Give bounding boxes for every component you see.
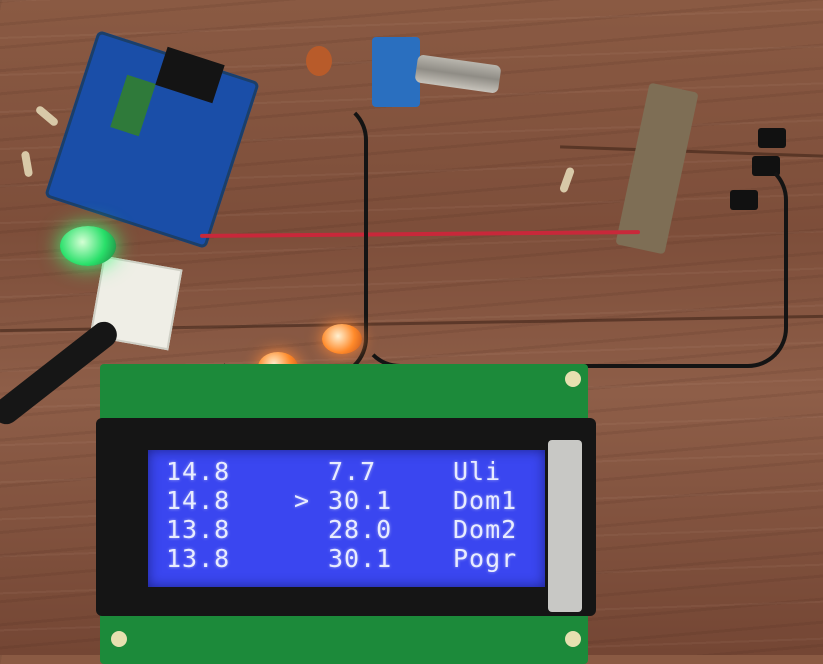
lcd-voltage: 14.8 [166,486,231,515]
lcd-label: Pogr [453,544,518,573]
mounting-hole [108,628,130,650]
capacitor [306,46,332,76]
lcd-row: 14.8 7.7 Uli [148,458,545,486]
mounting-hole [562,368,584,390]
resistor [34,104,60,128]
orange-led [322,324,362,354]
lcd-temperature: 7.7 [328,457,377,486]
mounting-hole [562,628,584,650]
lcd-row: 13.8 28.0 Dom2 [148,516,545,544]
lcd-cursor: > [294,486,311,515]
lcd-row: 14.8 > 30.1 Dom1 [148,487,545,515]
resistor [20,150,34,178]
lcd-screen: 14.8 7.7 Uli 14.8 > 30.1 Dom1 13.8 28.0 … [148,450,545,587]
lcd-voltage: 13.8 [166,544,231,573]
lcd-temperature: 30.1 [328,544,393,573]
lcd-temperature: 30.1 [328,486,393,515]
rotary-encoder-shaft [414,54,502,94]
temperature-sensor [758,128,786,148]
lcd-label: Dom2 [453,515,518,544]
black-wire [360,160,788,368]
rotary-encoder-body [372,37,420,107]
tape-strip [548,440,582,612]
lcd-label: Dom1 [453,486,518,515]
lcd-voltage: 13.8 [166,515,231,544]
lcd-row: 13.8 30.1 Pogr [148,545,545,573]
green-led [60,226,116,266]
lcd-temperature: 28.0 [328,515,393,544]
lcd-voltage: 14.8 [166,457,231,486]
lcd-label: Uli [453,457,502,486]
